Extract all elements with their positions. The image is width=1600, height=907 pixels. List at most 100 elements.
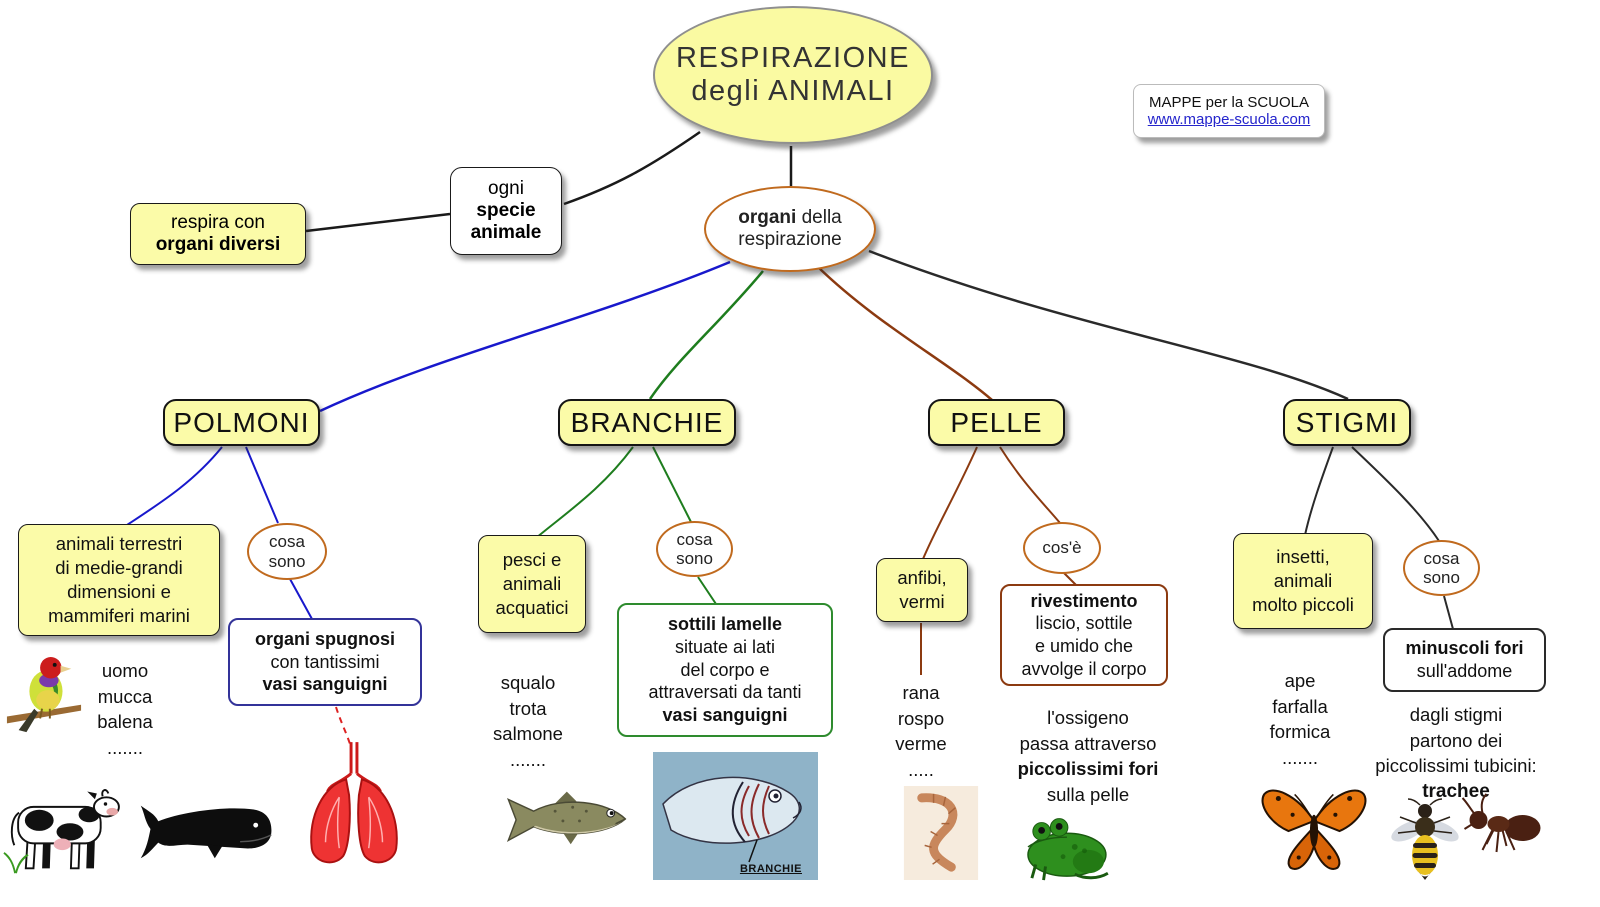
link-stigmi-who bbox=[1304, 446, 1334, 536]
stigmi-extra-text: dagli stigmi partono dei piccolissimi tu… bbox=[1360, 702, 1552, 805]
salmon-image bbox=[486, 778, 634, 856]
question-line: cos'è bbox=[1042, 538, 1082, 558]
example-line: formica bbox=[1269, 721, 1331, 743]
branchie-examples: squalo trota salmone ....... bbox=[463, 670, 593, 772]
worm-image bbox=[903, 786, 979, 880]
respira-line1: respira con bbox=[171, 212, 265, 233]
link-question-stigmi-def bbox=[1443, 595, 1454, 630]
extra-line: l'ossigeno bbox=[1047, 707, 1129, 728]
who-line: pesci e bbox=[502, 548, 562, 570]
link-polmoni-who bbox=[123, 446, 223, 528]
who-line: animali bbox=[1273, 569, 1333, 591]
stigmi-definition-box: minuscoli fori sull'addome bbox=[1383, 628, 1546, 692]
example-line: mucca bbox=[97, 685, 153, 707]
definition-line: vasi sanguigni bbox=[262, 674, 388, 695]
link-question-polmoni-def bbox=[289, 578, 313, 620]
definition-line: sottili lamelle bbox=[667, 614, 783, 635]
question-line: cosa bbox=[1423, 548, 1460, 568]
node-branchie: BRANCHIE bbox=[558, 399, 736, 446]
link-branchie-who bbox=[535, 446, 634, 539]
specie-line1: ogni bbox=[488, 178, 524, 199]
example-line: ....... bbox=[510, 748, 546, 770]
pelle-extra-text: l'ossigeno passa attraverso piccolissimi… bbox=[995, 705, 1181, 807]
link-polmoni-question bbox=[245, 446, 279, 524]
polmoni-definition-box: organi spugnosi con tantissimi vasi sang… bbox=[228, 618, 422, 706]
node-polmoni: POLMONI bbox=[163, 399, 320, 446]
example-line: balena bbox=[97, 711, 153, 733]
example-line: ape bbox=[1284, 670, 1316, 691]
definition-line: attraversati da tanti bbox=[648, 682, 802, 703]
example-line: trota bbox=[509, 697, 547, 719]
cow-image bbox=[5, 780, 133, 876]
stigmi-who-box: insetti, animali molto piccoli bbox=[1233, 533, 1373, 629]
question-line: cosa bbox=[676, 529, 713, 549]
example-line: ....... bbox=[1282, 746, 1318, 768]
whale-image bbox=[138, 792, 276, 868]
respira-box: respira con organi diversi bbox=[130, 203, 306, 265]
question-line: cosa bbox=[269, 532, 305, 552]
branchie-who-box: pesci e animali acquatici bbox=[478, 535, 586, 633]
extra-line: piccolissimi fori bbox=[1017, 758, 1159, 780]
polmoni-examples: uomo mucca balena ....... bbox=[60, 658, 190, 760]
definition-line: vasi sanguigni bbox=[662, 705, 788, 725]
gill-diagram-image: BRANCHIE bbox=[653, 752, 818, 880]
definition-line: sull'addome bbox=[1416, 661, 1513, 681]
polmoni-who-box: animali terrestri di medie-grandi dimens… bbox=[18, 524, 220, 636]
definition-line: e umido che bbox=[1034, 636, 1134, 656]
node-stigmi: STIGMI bbox=[1283, 399, 1411, 446]
organi-line2: respirazione bbox=[738, 229, 842, 250]
example-line: squalo bbox=[500, 672, 556, 693]
link-question-branchie-def bbox=[697, 576, 717, 605]
example-line: salmone bbox=[493, 723, 563, 745]
example-line: ..... bbox=[908, 758, 934, 780]
wasp-image bbox=[1386, 797, 1464, 881]
definition-line: con tantissimi bbox=[270, 651, 380, 672]
organi-line1: organi della bbox=[738, 207, 841, 229]
extra-line: sulla pelle bbox=[1046, 783, 1130, 805]
pelle-examples: rana rospo verme ..... bbox=[856, 680, 986, 782]
extra-line: piccolissimi tubicini: bbox=[1375, 755, 1537, 777]
question-line: sono bbox=[1423, 568, 1460, 587]
definition-line: avvolge il corpo bbox=[1021, 658, 1147, 679]
extra-line: trachee bbox=[1422, 780, 1490, 802]
definition-line: del corpo e bbox=[680, 659, 770, 680]
pelle-who-box: anfibi, vermi bbox=[876, 558, 968, 622]
who-line: di medie-grandi bbox=[55, 556, 183, 578]
branding-link[interactable]: www.mappe-scuola.com bbox=[1147, 111, 1311, 128]
pelle-question-ellipse: cos'è bbox=[1023, 522, 1101, 574]
branchie-definition-box: sottili lamelle situate ai lati del corp… bbox=[617, 603, 833, 737]
organi-rest: della bbox=[796, 207, 842, 228]
root-title-line2: degli ANIMALI bbox=[691, 75, 895, 107]
link-organi-polmoni bbox=[319, 260, 731, 413]
link-pelle-question bbox=[999, 446, 1061, 524]
example-line: rana bbox=[902, 682, 940, 703]
frog-image bbox=[1015, 806, 1115, 882]
specie-box: ogni specie animale bbox=[450, 167, 562, 255]
who-line: acquatici bbox=[495, 597, 569, 619]
gill-diagram-label: BRANCHIE bbox=[739, 863, 802, 875]
link-stigmi-question bbox=[1351, 446, 1440, 542]
specie-line3: animale bbox=[470, 222, 542, 243]
branchie-question-ellipse: cosa sono bbox=[656, 521, 733, 577]
node-pelle: PELLE bbox=[928, 399, 1065, 446]
root-node: RESPIRAZIONE degli ANIMALI bbox=[653, 6, 933, 144]
example-line: uomo bbox=[101, 660, 149, 681]
who-line: insetti, bbox=[1276, 545, 1330, 567]
definition-line: minuscoli fori bbox=[1405, 638, 1524, 659]
link-organi-branchie bbox=[648, 270, 764, 400]
pelle-definition-box: rivestimento liscio, sottile e umido che… bbox=[1000, 584, 1168, 686]
link-root-specie bbox=[563, 130, 701, 206]
stigmi-question-ellipse: cosa sono bbox=[1403, 540, 1480, 596]
who-line: animali terrestri bbox=[55, 532, 183, 554]
link-pelle-who bbox=[922, 446, 978, 560]
root-title-line1: RESPIRAZIONE bbox=[676, 42, 910, 74]
bird-image bbox=[5, 648, 83, 746]
definition-line: rivestimento bbox=[1030, 590, 1138, 611]
branding-box: MAPPE per la SCUOLA www.mappe-scuola.com bbox=[1133, 84, 1325, 138]
definition-line: liscio, sottile bbox=[1035, 613, 1133, 634]
specie-line2: specie bbox=[476, 200, 536, 221]
link-specie-respira bbox=[305, 212, 451, 233]
question-line: sono bbox=[268, 551, 306, 571]
lungs-image bbox=[300, 740, 408, 870]
